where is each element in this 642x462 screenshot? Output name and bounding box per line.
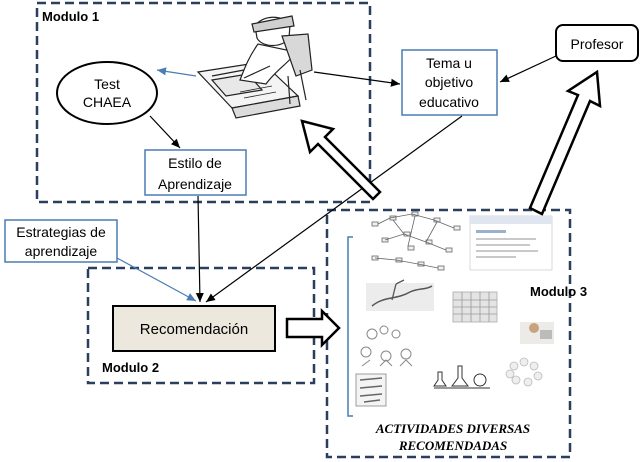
activity-thumb-webpage bbox=[469, 215, 553, 271]
module-2-label: Modulo 2 bbox=[102, 360, 159, 375]
estilo-line2: Aprendizaje bbox=[158, 176, 232, 192]
estrategias-node bbox=[4, 219, 118, 263]
recomendacion-label: Recomendación bbox=[140, 321, 248, 338]
estrategias-line2: aprendizaje bbox=[25, 243, 98, 259]
activities-caption-line1: ACTIVIDADES DIVERSAS bbox=[375, 421, 530, 436]
tema-line2: objetivo bbox=[425, 74, 473, 90]
activity-thumb-people-circle bbox=[505, 357, 543, 387]
activity-thumb-concept-map bbox=[371, 211, 461, 271]
activity-thumb-figures bbox=[360, 325, 413, 367]
arrow-estrategias-to-recomendacion bbox=[116, 257, 197, 302]
test-chaea-line2: CHAEA bbox=[83, 94, 132, 110]
test-chaea-line1: Test bbox=[94, 76, 120, 92]
module-1-label: Modulo 1 bbox=[42, 9, 99, 24]
arrow-test-to-estilo bbox=[149, 115, 181, 149]
recomendacion-node bbox=[112, 305, 276, 352]
activities-caption-line2: RECOMENDADAS bbox=[398, 438, 507, 453]
estrategias-line1: Estrategias de bbox=[16, 224, 106, 240]
estilo-line1: Estilo de bbox=[168, 155, 222, 171]
profesor-label: Profesor bbox=[571, 36, 624, 52]
arrow-estilo-to-recomendacion bbox=[195, 195, 204, 303]
block-arrow-to-profesor bbox=[528, 69, 602, 216]
tema-line1: Tema u bbox=[426, 55, 472, 71]
arrow-student-to-tema bbox=[313, 71, 401, 87]
activity-thumb-grid bbox=[452, 291, 498, 323]
profesor-node bbox=[555, 24, 639, 62]
student-studying-illustration bbox=[196, 15, 313, 119]
tema-objetivo-node bbox=[401, 49, 498, 116]
test-chaea-node bbox=[56, 61, 158, 125]
block-arrow-to-activities bbox=[285, 307, 341, 349]
arrow-profesor-to-tema bbox=[499, 55, 557, 83]
activity-thumb-books bbox=[355, 373, 387, 407]
module-3-label: Modulo 3 bbox=[530, 284, 587, 299]
tema-line3: educativo bbox=[419, 94, 479, 110]
activity-thumb-chemistry bbox=[433, 365, 490, 389]
activity-thumb-painting bbox=[366, 279, 434, 311]
block-arrow-feedback-to-student bbox=[300, 119, 382, 201]
arrow-student-to-test bbox=[156, 67, 197, 77]
arrow-tema-to-recomendacion bbox=[205, 115, 463, 303]
activity-thumb-person-computer bbox=[520, 322, 554, 344]
activities-bracket bbox=[347, 236, 353, 417]
estilo-aprendizaje-node bbox=[144, 149, 247, 196]
